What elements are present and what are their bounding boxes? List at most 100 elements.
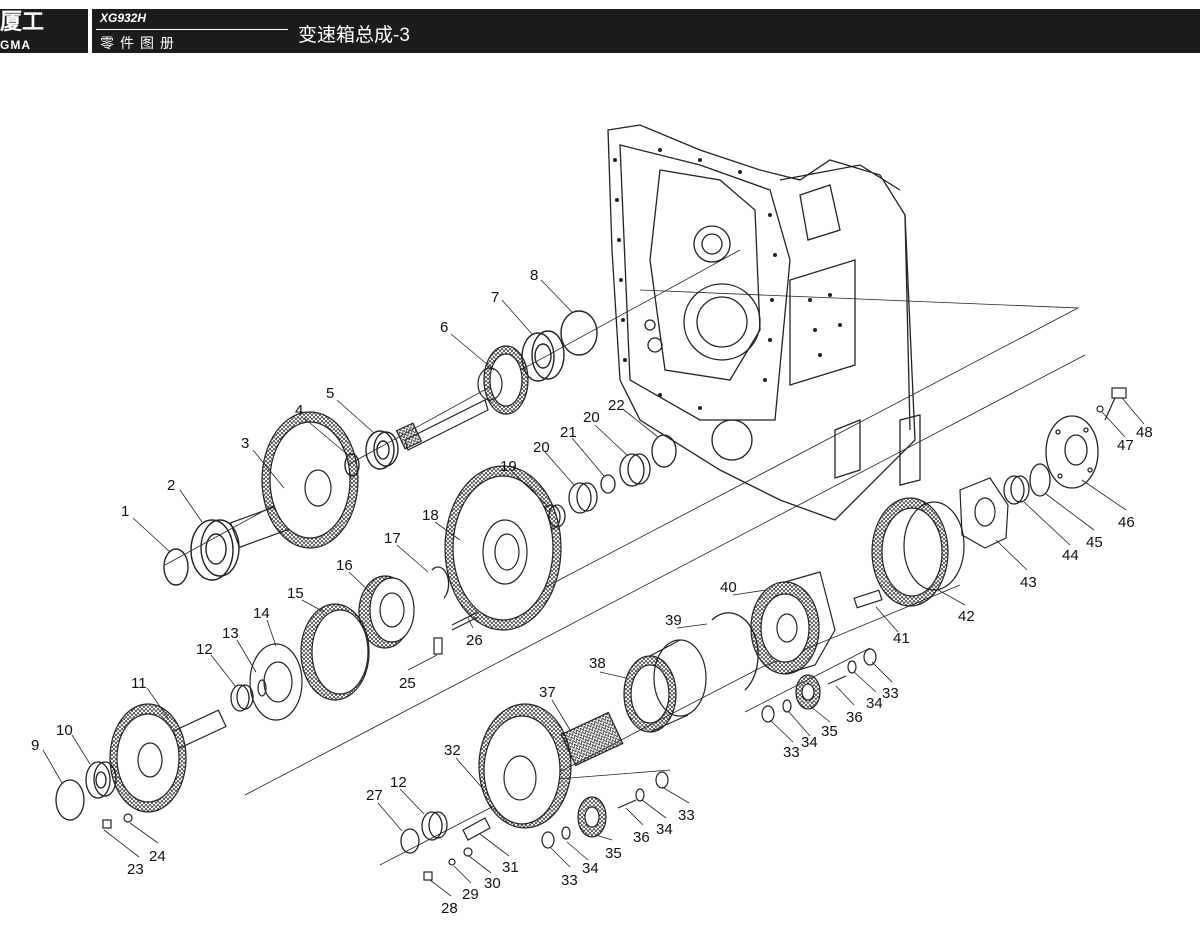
callout-6: 6 (440, 319, 448, 336)
part-bearing-20b (619, 453, 651, 487)
callout-21: 21 (560, 424, 577, 441)
part-planet-gear-35a (577, 796, 607, 838)
callout-42: 42 (958, 608, 975, 625)
callout-16: 16 (336, 557, 353, 574)
callout-18: 18 (422, 507, 439, 524)
callout-31: 31 (502, 859, 519, 876)
callout-35-mid: 35 (821, 723, 838, 740)
callout-46: 46 (1118, 514, 1135, 531)
callout-35-bottom: 35 (605, 845, 622, 862)
callout-20-left: 20 (533, 439, 550, 456)
part-large-gear-18 (444, 465, 562, 631)
callout-17: 17 (384, 530, 401, 547)
part-seal-45 (1029, 463, 1051, 497)
callout-23: 23 (127, 861, 144, 878)
callout-25: 25 (399, 675, 416, 692)
callout-48: 48 (1136, 424, 1153, 441)
callout-24: 24 (149, 848, 166, 865)
callout-34-mid-right: 34 (866, 695, 883, 712)
part-snap-ring-1 (163, 548, 189, 586)
callout-13: 13 (222, 625, 239, 642)
callout-20-right: 20 (583, 409, 600, 426)
part-input-gear-3 (229, 411, 359, 549)
part-plate-43 (959, 477, 1009, 549)
callout-1: 1 (121, 503, 129, 520)
part-ring-gear-42 (871, 497, 965, 607)
part-seal-ring-8 (560, 310, 598, 356)
callout-19: 19 (500, 458, 517, 475)
callout-12-lower: 12 (390, 774, 407, 791)
part-flange-46 (1045, 415, 1099, 489)
callout-38: 38 (589, 655, 606, 672)
header-bar (0, 9, 1200, 53)
part-shaft-41 (853, 589, 883, 609)
part-washer-13 (257, 679, 267, 697)
callout-26: 26 (466, 632, 483, 649)
callout-leader-lines (42, 279, 1145, 897)
callout-45: 45 (1086, 534, 1103, 551)
callout-10: 10 (56, 722, 73, 739)
part-bearing-12a (230, 684, 254, 712)
callout-11: 11 (131, 675, 147, 692)
callout-34-bottom-right: 34 (656, 821, 673, 838)
part-washer-21 (600, 474, 616, 494)
callout-27: 27 (366, 787, 383, 804)
callout-33-mid-left: 33 (783, 744, 800, 761)
callout-14: 14 (253, 605, 270, 622)
part-bolt-23-24 (102, 813, 133, 829)
callout-32: 32 (444, 742, 461, 759)
part-bearing-44 (1003, 475, 1030, 505)
part-snap-ring-4 (344, 453, 360, 477)
part-snap-ring-22 (651, 434, 677, 468)
callout-43: 43 (1020, 574, 1037, 591)
brand-logo-en: GMA (0, 38, 31, 52)
part-bearing-10 (85, 761, 117, 799)
callout-41: 41 (893, 630, 910, 647)
callout-8: 8 (530, 267, 538, 284)
part-pin-25 (433, 637, 443, 655)
callout-34-mid-left: 34 (801, 734, 818, 751)
part-ring-gear-38 (623, 639, 707, 733)
part-planet-gear-35b (795, 674, 821, 710)
part-carrier-gear-32 (478, 703, 572, 829)
part-bolt-28-30 (423, 847, 473, 881)
header-divider (88, 9, 92, 53)
part-gear-shaft-6 (395, 345, 529, 451)
part-washers-33-34-upper (761, 648, 877, 723)
callout-33-bottom-left: 33 (561, 872, 578, 889)
callout-29: 29 (462, 886, 479, 903)
brand-logo-cn: 厦工 (0, 9, 45, 34)
part-washers-33-34-lower (541, 771, 669, 849)
part-ring-gear-15 (300, 603, 370, 701)
callout-47: 47 (1117, 437, 1134, 454)
callout-37: 37 (539, 684, 556, 701)
transmission-housing (607, 124, 921, 521)
part-washer-27 (400, 828, 420, 854)
callout-34-bottom-left: 34 (582, 860, 599, 877)
callout-5: 5 (326, 385, 334, 402)
part-sun-gear-37 (560, 711, 624, 767)
callout-40: 40 (720, 579, 737, 596)
page-title: 变速箱总成-3 (298, 25, 410, 46)
part-carrier-40 (750, 571, 836, 675)
part-bearing-2 (190, 519, 240, 581)
model-number: XG932H (100, 11, 147, 25)
part-hub-16 (358, 575, 415, 649)
model-underline (96, 29, 288, 30)
part-snap-ring-17 (431, 566, 450, 599)
callout-2: 2 (167, 477, 175, 494)
callout-3: 3 (241, 435, 249, 452)
catalog-subtitle: 零件图册 (100, 35, 180, 51)
callout-28: 28 (441, 900, 458, 917)
callout-36-bottom: 36 (633, 829, 650, 846)
callout-44: 44 (1062, 547, 1079, 564)
callout-15: 15 (287, 585, 304, 602)
part-bearing-5 (365, 430, 399, 470)
callout-labels: 1 2 3 4 5 6 7 8 9 10 11 12 12 13 14 15 1… (31, 267, 1153, 917)
part-pin-26 (451, 611, 479, 631)
callout-33-mid-right: 33 (882, 685, 899, 702)
part-bolt-47-48 (1096, 387, 1127, 421)
part-output-gear-11 (109, 703, 227, 813)
part-pin-31 (462, 817, 491, 841)
